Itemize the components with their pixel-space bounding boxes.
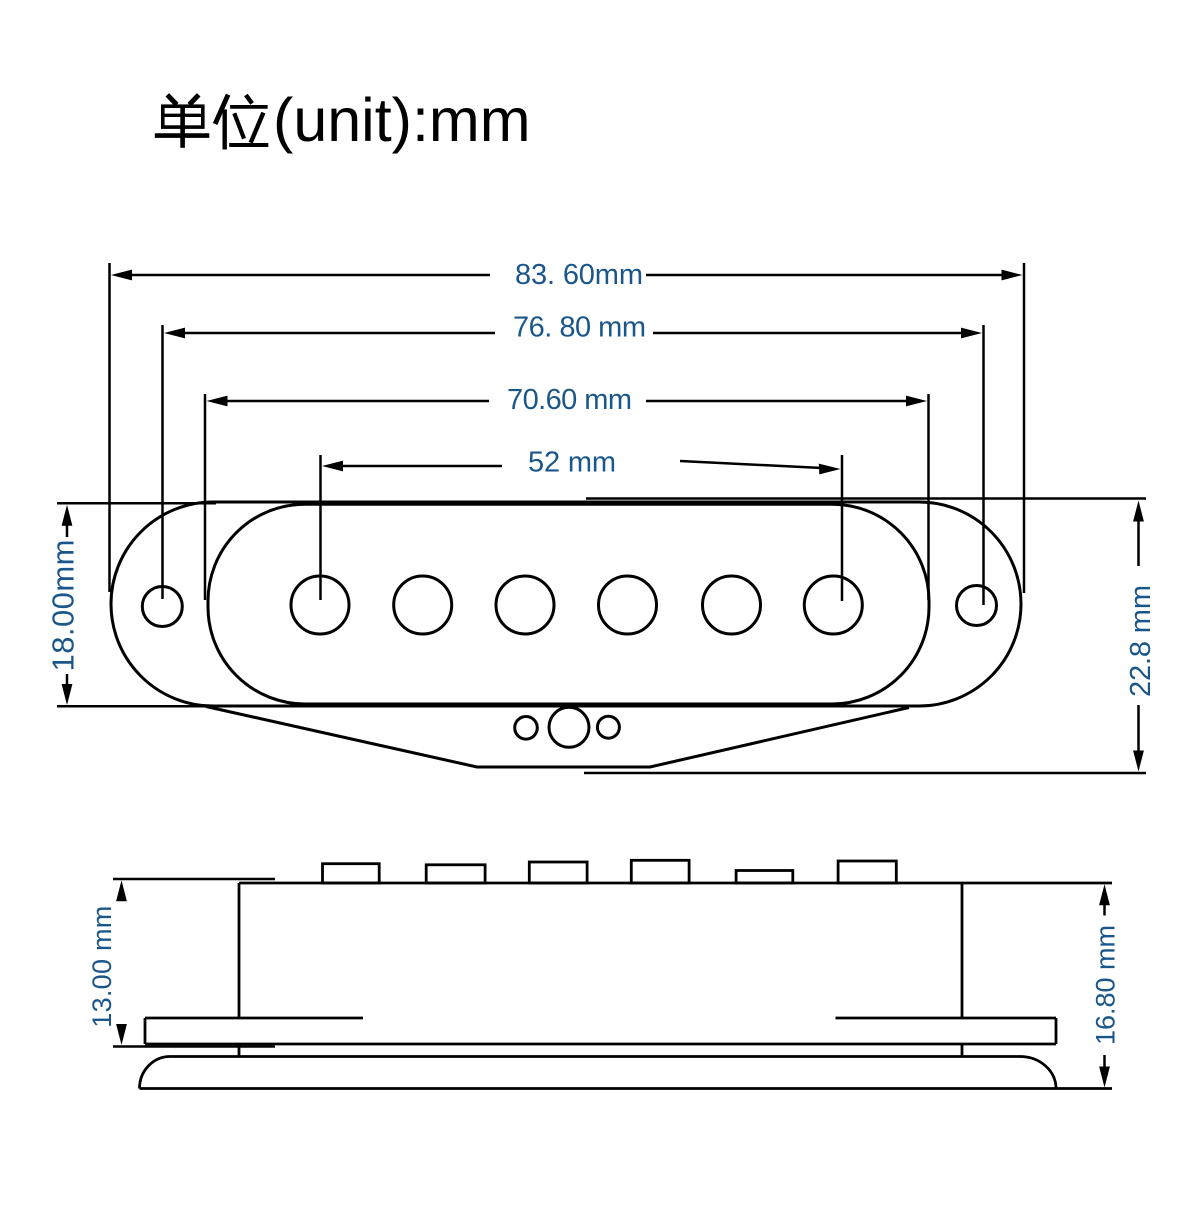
svg-text:83. 60mm: 83. 60mm — [515, 259, 643, 291]
svg-text:22.8 mm: 22.8 mm — [1125, 585, 1157, 697]
svg-text:52 mm: 52 mm — [528, 447, 616, 479]
svg-text:16.80 mm: 16.80 mm — [1091, 925, 1121, 1045]
svg-text:(unit):mm: (unit):mm — [273, 86, 531, 154]
svg-text:13.00 mm: 13.00 mm — [87, 906, 117, 1028]
svg-text:18.00mm: 18.00mm — [46, 540, 81, 672]
svg-text:76. 80 mm: 76. 80 mm — [513, 312, 646, 344]
svg-text:70.60 mm: 70.60 mm — [507, 384, 632, 416]
